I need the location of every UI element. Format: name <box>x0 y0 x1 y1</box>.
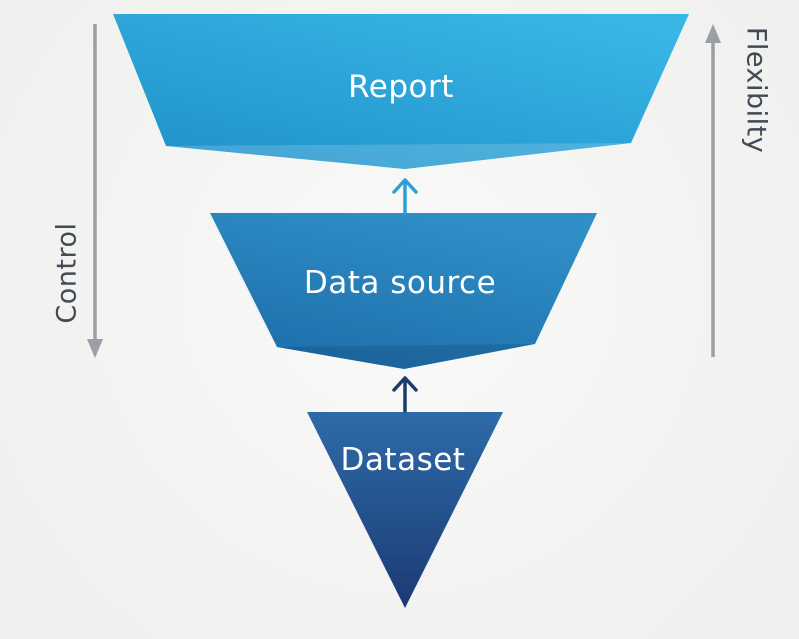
funnel-layer-dataset: Dataset <box>307 412 503 608</box>
down-arrowhead-icon <box>87 339 103 358</box>
up-arrow-dataset-to-datasource-icon <box>392 376 418 413</box>
dataset-label: Dataset <box>341 442 466 478</box>
data-source-label: Data source <box>304 265 496 301</box>
control-axis-label: Control <box>51 222 82 323</box>
report-shape-flap <box>166 143 631 169</box>
funnel-layer-report: Report <box>113 14 689 169</box>
report-label: Report <box>348 69 454 105</box>
flexibility-axis-label: Flexibilty <box>741 27 772 153</box>
control-axis: Control <box>51 24 103 358</box>
flexibility-axis: Flexibilty <box>705 24 772 357</box>
data-source-shape <box>210 213 597 369</box>
data-source-shape-flap <box>277 344 535 369</box>
up-arrowhead-icon <box>705 24 721 43</box>
dataset-shape <box>307 412 503 608</box>
funnel-layer-data-source: Data source <box>210 213 597 369</box>
report-shape <box>113 14 689 169</box>
up-arrow-datasource-to-report-icon <box>392 178 418 215</box>
